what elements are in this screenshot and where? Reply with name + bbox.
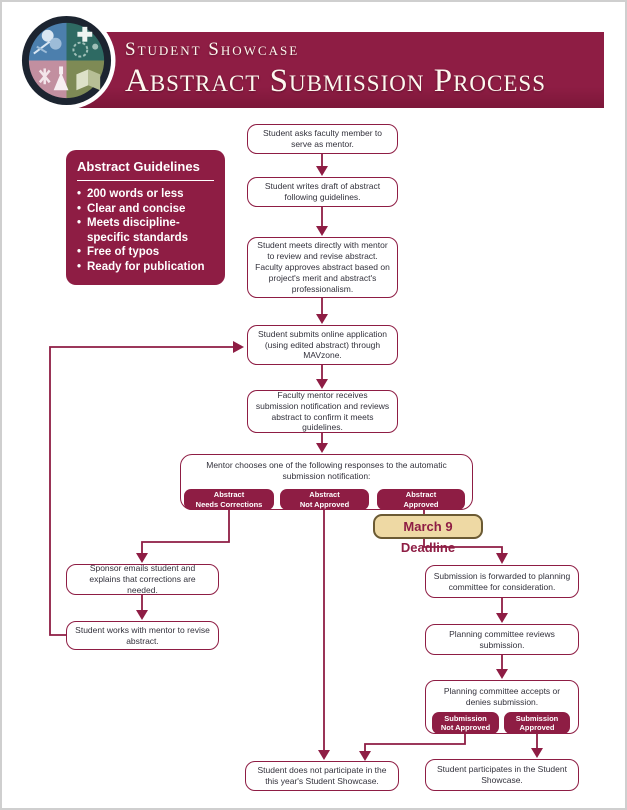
response-label: Abstract: [309, 490, 340, 499]
committee-decides-text: Planning committee accepts or denies sub…: [443, 686, 561, 707]
guideline-item: Clear and concise: [77, 202, 214, 217]
medical-cross-icon: [72, 26, 99, 58]
decision-submission-approved: Submission Approved: [504, 712, 570, 734]
response-label: Abstract: [405, 490, 437, 499]
step-write-draft: Student writes draft of abstract followi…: [247, 177, 398, 207]
header-banner: Student Showcase Abstract Submission Pro…: [59, 32, 604, 108]
decision-label: Submission: [444, 713, 487, 723]
response-label: Needs Corrections: [195, 499, 263, 509]
decision-submission-not-approved: Submission Not Approved: [432, 712, 499, 734]
science-quadrant: [66, 22, 105, 61]
guideline-item: Free of typos: [77, 245, 214, 260]
outcome-participate: Student participates in the Student Show…: [425, 759, 579, 791]
guideline-item: Meets discipline-specific standards: [77, 216, 214, 245]
guidelines-title: Abstract Guidelines: [77, 159, 200, 174]
guideline-item: 200 words or less: [77, 187, 214, 202]
theater-masks-icon: [33, 29, 62, 55]
step-committee-reviews: Planning committee reviews submission.: [425, 624, 579, 655]
step-ask-mentor: Student asks faculty member to serve as …: [247, 124, 398, 154]
mentor-chooses-text: Mentor chooses one of the following resp…: [206, 460, 447, 481]
deadline-badge: March 9 Deadline: [373, 514, 483, 555]
response-needs-corrections: Abstract Needs Corrections: [184, 489, 274, 510]
response-label: Approved: [403, 499, 439, 509]
step-sponsor-emails: Sponsor emails student and explains that…: [66, 563, 219, 595]
step-submit-online: Student submits online application (usin…: [247, 325, 398, 365]
step-forwarded-committee: Submission is forwarded to planning comm…: [425, 565, 579, 598]
step-meet-mentor: Student meets directly with mentor to re…: [247, 237, 398, 298]
decision-label: Submission: [515, 713, 559, 723]
step-mentor-receives: Faculty mentor receives submission notif…: [247, 390, 398, 433]
decision-label: Approved: [519, 723, 555, 732]
abstract-guidelines-panel: Abstract Guidelines 200 words or less Cl…: [66, 150, 225, 285]
decision-label: Not Approved: [440, 723, 491, 732]
outcome-not-participate: Student does not participate in the this…: [245, 761, 399, 791]
title-line2: Abstract Submission Process: [125, 63, 547, 99]
response-not-approved: Abstract Not Approved: [280, 489, 369, 510]
page-title: Student Showcase Abstract Submission Pro…: [125, 38, 546, 100]
flask-icon: [38, 66, 69, 91]
guidelines-divider: [77, 180, 214, 181]
step-revise-abstract: Student works with mentor to revise abst…: [66, 621, 219, 650]
response-approved: Abstract Approved: [377, 489, 465, 510]
university-logo-icon: [17, 11, 116, 115]
open-book-icon: [76, 69, 101, 91]
guideline-item: Ready for publication: [77, 260, 214, 275]
title-line1: Student Showcase: [125, 39, 300, 60]
guidelines-list: 200 words or less Clear and concise Meet…: [77, 187, 214, 274]
response-label: Not Approved: [299, 499, 350, 509]
response-label: Abstract: [213, 490, 245, 499]
